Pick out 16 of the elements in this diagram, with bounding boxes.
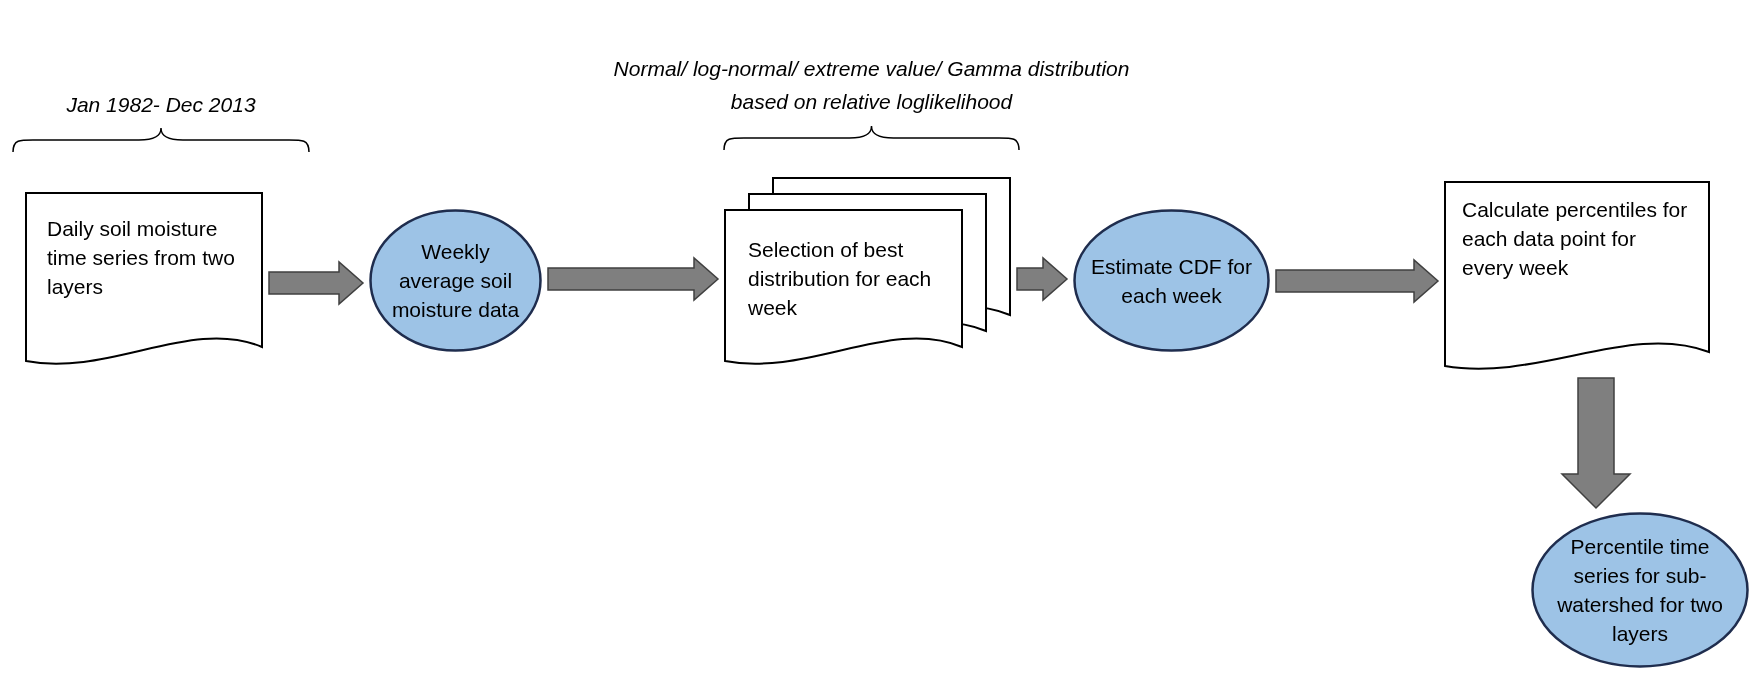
node-label: Daily soil moisture time series from two layers bbox=[47, 216, 236, 300]
block-arrow bbox=[1275, 258, 1440, 304]
block-arrow bbox=[268, 260, 365, 306]
node-label: Percentile time series for sub-watershed for two layers bbox=[1556, 534, 1724, 647]
annotation-text: Jan 1982- Dec 2013 bbox=[65, 92, 257, 118]
annotation-text: Normal/ log-normal/ extreme value/ Gamma distribution based on relative loglikelihood bbox=[612, 56, 1131, 115]
node-label: Estimate CDF for each week bbox=[1090, 253, 1253, 309]
process-ellipse bbox=[1073, 209, 1270, 352]
block-arrow bbox=[1016, 256, 1069, 302]
process-ellipse bbox=[369, 209, 542, 352]
node-label: Calculate percentiles for each data point for every week bbox=[1462, 197, 1689, 281]
block-arrow bbox=[547, 256, 720, 302]
block-arrow bbox=[1560, 377, 1632, 510]
node-label: Weekly average soil moisture data bbox=[390, 239, 521, 323]
process-ellipse bbox=[1531, 512, 1749, 668]
node-label: Selection of best distribution for each week bbox=[748, 237, 933, 321]
